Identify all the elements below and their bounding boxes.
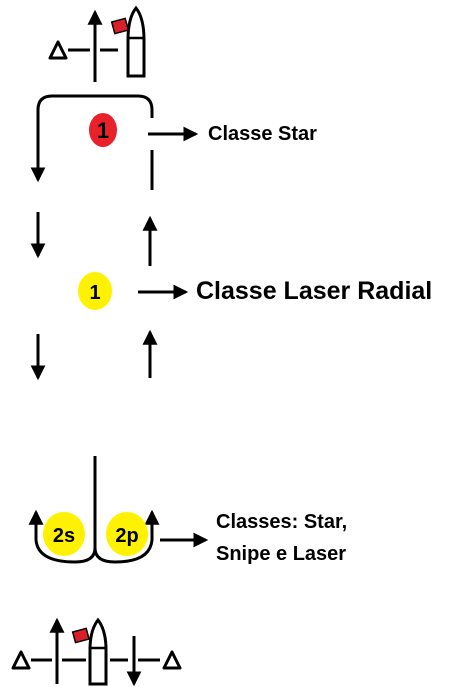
gate-left-arc — [28, 509, 97, 564]
mark-2p — [106, 512, 148, 556]
top-start-triangle — [48, 40, 68, 60]
bottom-start-symbol — [11, 617, 182, 687]
bottom-committee-boat-icon — [88, 617, 108, 686]
laser-mark-group: 1 — [78, 272, 189, 310]
bottom-left-triangle — [11, 650, 31, 670]
star-class-label: Classe Star — [208, 123, 317, 145]
mark-2s-label: 2s — [53, 525, 75, 547]
bottom-flag-icon — [71, 627, 90, 644]
laser-radial-class-label: Classe Laser Radial — [196, 277, 433, 305]
classes-label-line-2: Snipe e Laser — [216, 543, 347, 565]
top-start-symbol — [48, 5, 146, 82]
top-flag-icon — [110, 17, 130, 35]
mark-1-star — [89, 113, 117, 147]
gate-group: 2s 2p — [28, 456, 209, 564]
mark-2p-label: 2p — [115, 525, 138, 547]
mark-1-star-label: 1 — [97, 118, 109, 143]
gate-right-arc — [93, 509, 160, 564]
mark-1-laser-label: 1 — [89, 282, 100, 304]
top-committee-boat-icon — [126, 5, 146, 78]
mark-1-laser — [78, 272, 112, 310]
classes-label-line-1: Classes: Star, — [216, 511, 348, 533]
mark-2s — [43, 512, 85, 556]
upper-loop: 1 — [30, 94, 199, 190]
leg-arrows — [30, 212, 158, 381]
bottom-right-triangle — [162, 650, 182, 670]
upper-loop-path — [30, 94, 154, 183]
